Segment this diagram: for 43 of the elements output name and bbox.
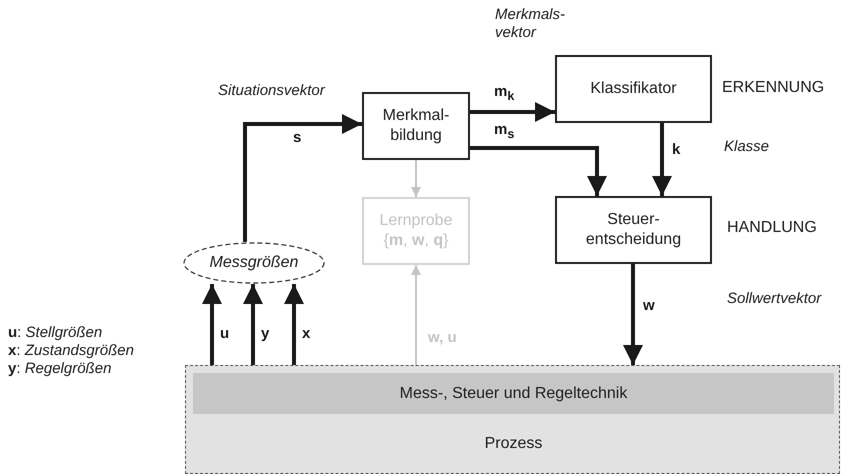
- edge-label: m$_{k}$: [494, 84, 514, 102]
- symbol-key: u: Stellgrößen: [8, 324, 208, 342]
- arrow: [411, 265, 421, 365]
- edge-label: w: [643, 298, 655, 313]
- process-box: [555, 55, 712, 123]
- edge-label: s: [293, 130, 302, 145]
- arrow: [202, 284, 222, 365]
- dashed-frame: [185, 365, 840, 474]
- node-label: {m, w, q}: [384, 231, 448, 251]
- arrow: [470, 102, 555, 122]
- stage-label: HANDLUNG: [727, 218, 818, 238]
- node-label: Lernprobe: [380, 211, 452, 231]
- edge-label: w, u: [428, 330, 457, 345]
- edge-label: x: [302, 326, 310, 341]
- dashed-ellipse: [183, 242, 325, 284]
- process-box: [362, 92, 470, 160]
- edge-label: m$_{s}$: [494, 122, 514, 140]
- arrow: [411, 160, 421, 197]
- edge-label: k: [672, 142, 680, 157]
- arrow: [470, 146, 607, 196]
- arrow: [652, 123, 672, 196]
- process-box: [555, 196, 712, 264]
- node-label: Messgrößen: [210, 253, 298, 273]
- symbol-key: x: Zustandsgrößen: [8, 342, 208, 360]
- edge-label: y: [261, 326, 270, 341]
- node-label: Klassifikator: [590, 79, 677, 99]
- annotation: Sollwertvektor: [727, 290, 823, 308]
- sample-box: [362, 197, 470, 265]
- arrow: [284, 284, 304, 365]
- node-label: Merkmal- bildung: [382, 106, 450, 146]
- annotation: Situationsvektor: [218, 82, 326, 100]
- arrow: [243, 114, 362, 242]
- layer-band: [193, 373, 834, 414]
- stage-label: ERKENNUNG: [722, 78, 826, 98]
- symbol-key: y: Regelgrößen: [8, 360, 208, 378]
- arrow: [623, 264, 643, 365]
- node-label: Mess-, Steuer und Regeltechnik: [400, 384, 628, 404]
- edge-label: u: [220, 326, 230, 341]
- annotation: Merkmals- vektor: [495, 6, 566, 42]
- annotation: Klasse: [724, 138, 770, 156]
- node-label: Prozess: [484, 434, 542, 454]
- node-label: Steuer- entscheidung: [584, 210, 682, 250]
- arrow: [243, 284, 263, 365]
